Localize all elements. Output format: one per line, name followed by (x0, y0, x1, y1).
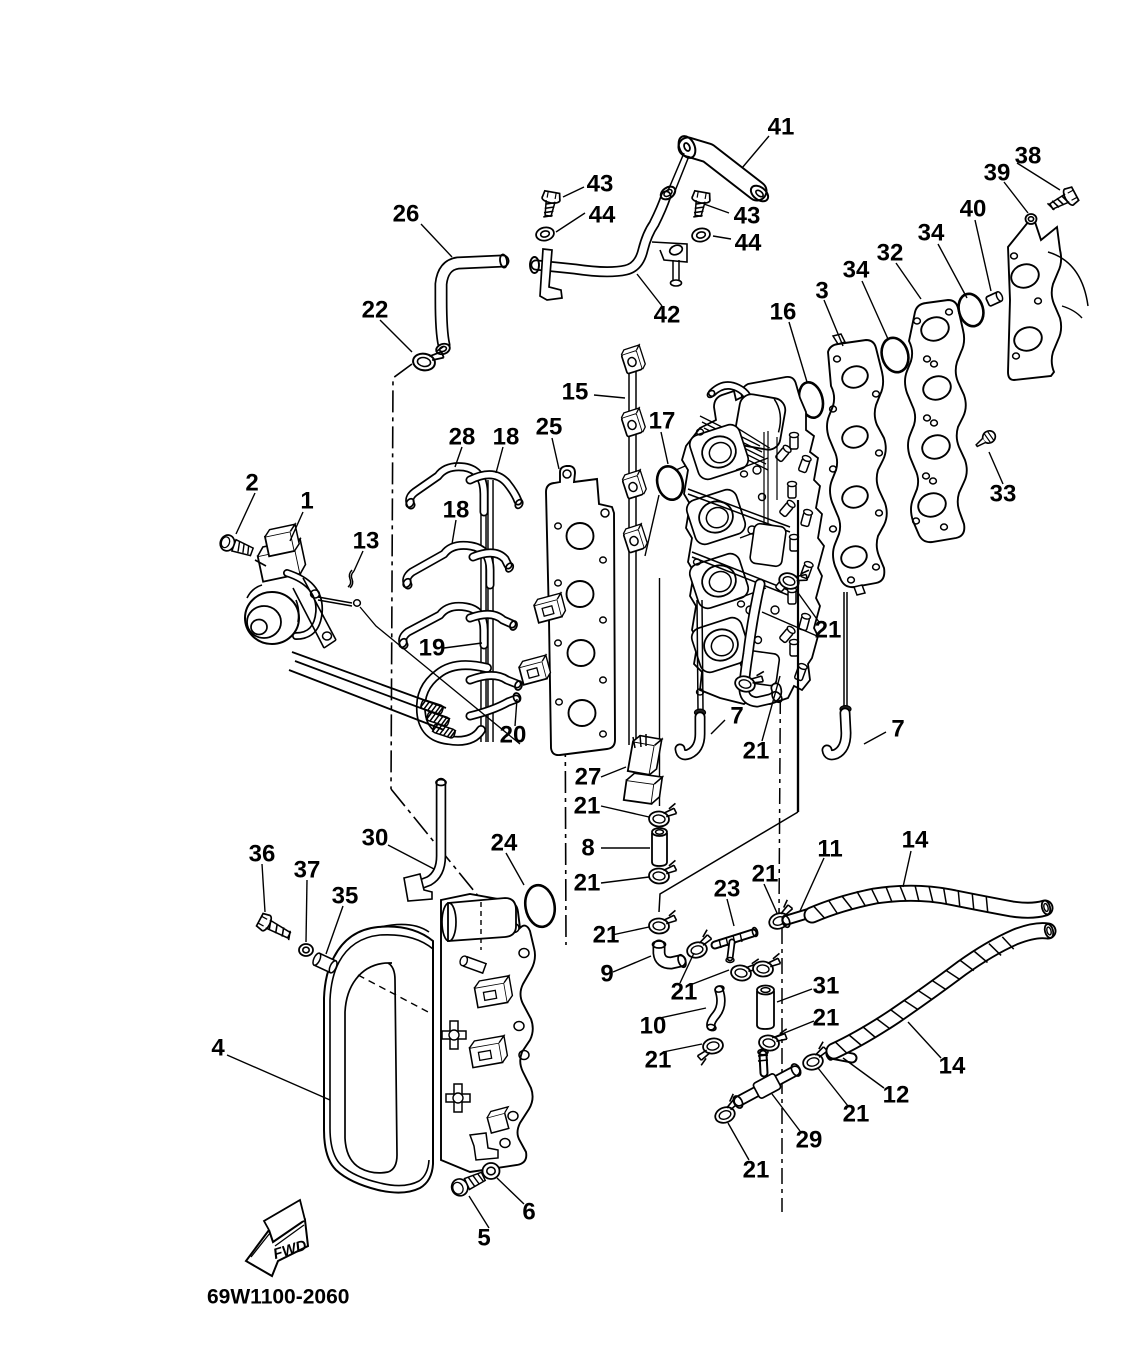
svg-text:10: 10 (640, 1013, 667, 1040)
svg-text:28: 28 (449, 424, 476, 451)
svg-text:38: 38 (1015, 143, 1042, 170)
svg-text:36: 36 (249, 841, 276, 868)
svg-text:5: 5 (477, 1225, 490, 1252)
svg-text:8: 8 (581, 835, 594, 862)
svg-text:7: 7 (891, 716, 904, 743)
svg-text:41: 41 (768, 114, 795, 141)
svg-text:30: 30 (362, 825, 389, 852)
svg-text:43: 43 (734, 203, 761, 230)
svg-text:17: 17 (649, 408, 676, 435)
svg-text:13: 13 (353, 528, 380, 555)
svg-text:44: 44 (589, 202, 616, 229)
svg-text:26: 26 (393, 201, 420, 228)
svg-text:34: 34 (843, 257, 870, 284)
svg-text:2: 2 (245, 470, 258, 497)
svg-text:37: 37 (294, 857, 321, 884)
svg-text:25: 25 (536, 414, 563, 441)
svg-text:43: 43 (587, 171, 614, 198)
svg-text:23: 23 (714, 876, 741, 903)
svg-text:19: 19 (419, 635, 446, 662)
svg-text:21: 21 (815, 617, 842, 644)
svg-text:18: 18 (493, 424, 520, 451)
svg-text:18: 18 (443, 497, 470, 524)
svg-text:16: 16 (770, 299, 797, 326)
svg-text:21: 21 (574, 793, 601, 820)
svg-text:22: 22 (362, 297, 389, 324)
svg-text:34: 34 (918, 220, 945, 247)
svg-text:21: 21 (645, 1047, 672, 1074)
svg-text:7: 7 (730, 703, 743, 730)
svg-text:32: 32 (877, 240, 904, 267)
svg-text:42: 42 (654, 302, 681, 329)
svg-text:24: 24 (491, 830, 518, 857)
svg-text:21: 21 (671, 979, 698, 1006)
svg-text:4: 4 (211, 1035, 225, 1062)
svg-text:21: 21 (813, 1005, 840, 1032)
svg-text:11: 11 (817, 836, 842, 863)
svg-text:21: 21 (743, 1157, 770, 1184)
svg-text:21: 21 (843, 1101, 870, 1128)
svg-text:15: 15 (562, 379, 589, 406)
svg-text:31: 31 (813, 973, 840, 1000)
svg-text:29: 29 (796, 1127, 823, 1154)
svg-text:44: 44 (735, 230, 762, 257)
svg-text:40: 40 (960, 196, 987, 223)
svg-text:6: 6 (522, 1199, 535, 1226)
svg-text:21: 21 (743, 738, 770, 765)
svg-text:14: 14 (902, 827, 929, 854)
svg-text:69W1100-2060: 69W1100-2060 (207, 1286, 349, 1309)
svg-text:20: 20 (500, 722, 527, 749)
svg-text:33: 33 (990, 481, 1017, 508)
svg-text:35: 35 (332, 883, 359, 910)
svg-text:21: 21 (752, 861, 779, 888)
svg-text:14: 14 (939, 1053, 966, 1080)
svg-text:1: 1 (300, 488, 313, 515)
svg-text:21: 21 (593, 922, 620, 949)
svg-text:39: 39 (984, 160, 1011, 187)
svg-text:3: 3 (815, 278, 828, 305)
svg-text:9: 9 (600, 961, 613, 988)
svg-text:12: 12 (883, 1082, 910, 1109)
svg-text:21: 21 (574, 870, 601, 897)
svg-text:27: 27 (575, 764, 602, 791)
